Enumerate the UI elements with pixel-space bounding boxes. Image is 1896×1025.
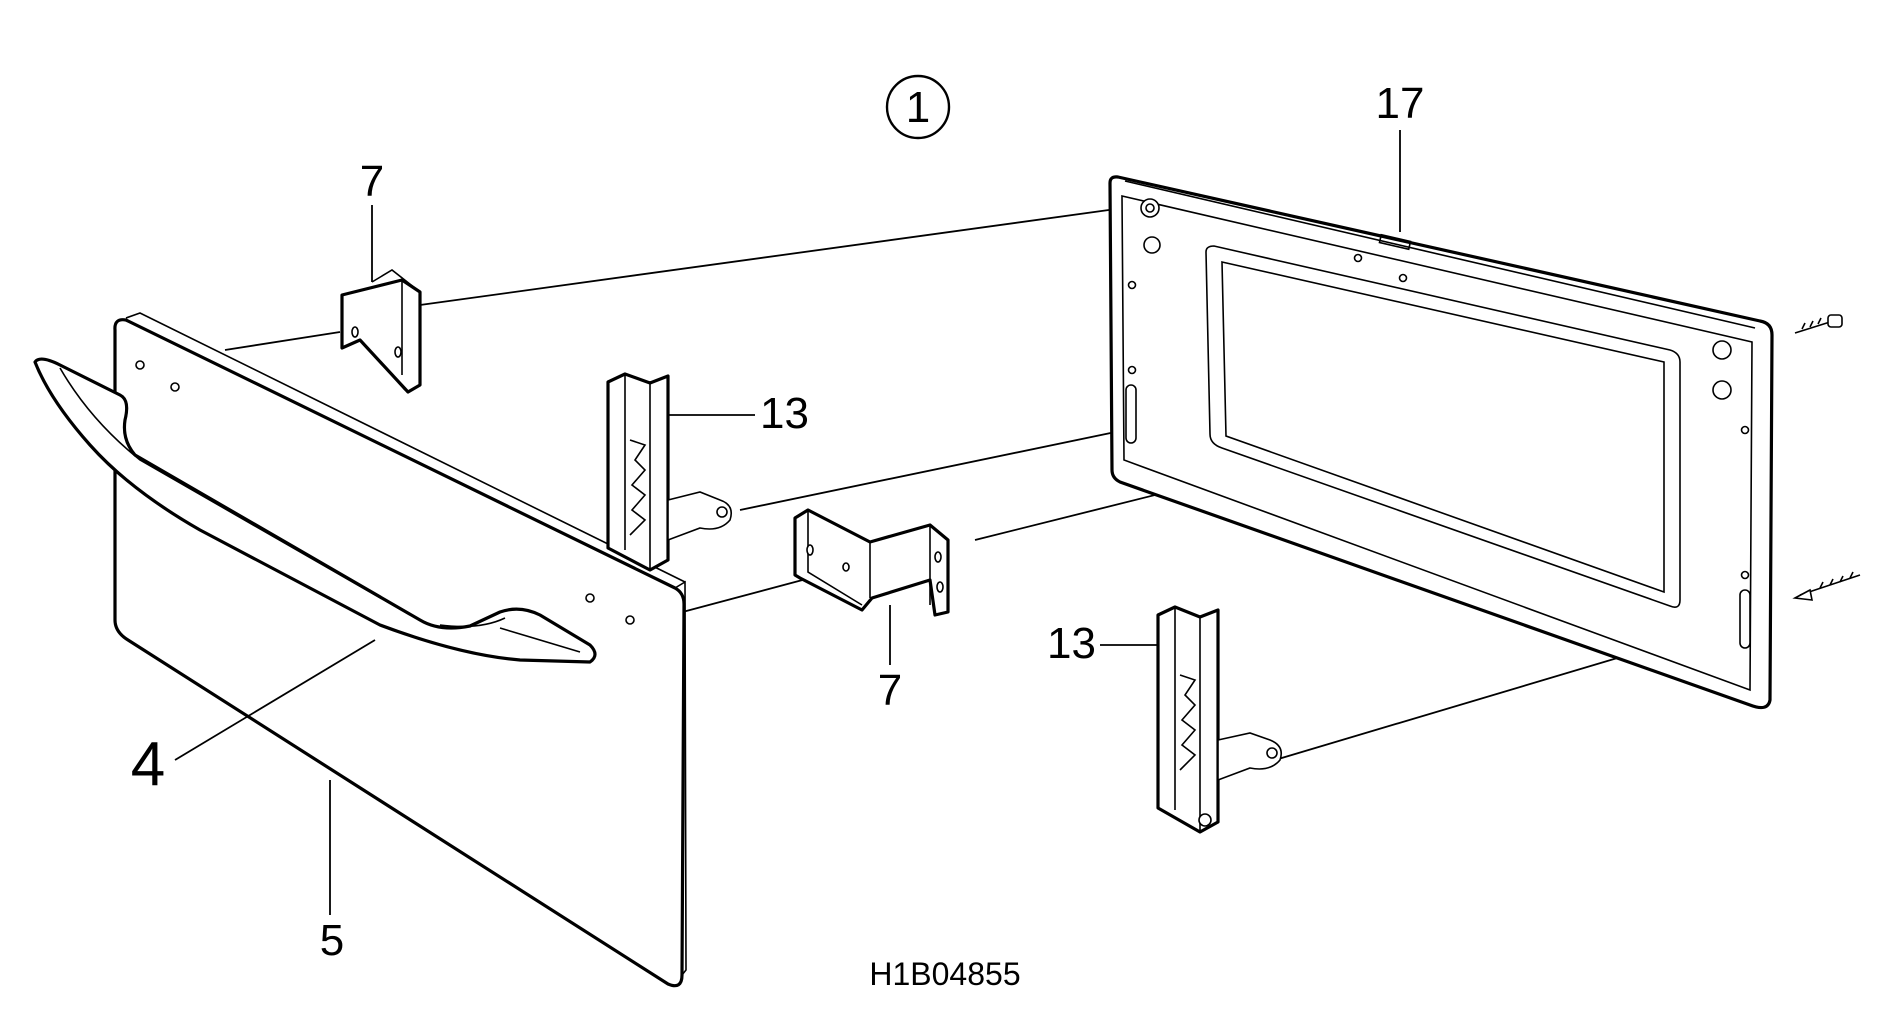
hinge-right — [1156, 605, 1283, 834]
view-marker: 1 — [885, 74, 951, 140]
screw-upper — [1794, 314, 1843, 334]
callout-handle: 4 — [131, 730, 165, 799]
view-marker-text: 1 — [906, 83, 930, 132]
drawing-code: H1B04855 — [869, 956, 1020, 992]
callout-hinge-left: 13 — [760, 389, 809, 438]
handle — [33, 357, 597, 664]
callout-bracket-upper: 7 — [360, 157, 384, 206]
callout-hinge-right: 13 — [1047, 619, 1096, 668]
callout-front-panel: 5 — [320, 916, 344, 965]
bracket-upper — [340, 269, 422, 394]
front-panel — [113, 312, 687, 988]
leader-lines — [174, 130, 1401, 915]
hinge-left — [606, 372, 733, 572]
screw-lower — [1792, 571, 1861, 601]
callout-bracket-lower: 7 — [878, 666, 902, 715]
callout-door-frame: 17 — [1376, 79, 1425, 128]
bracket-lower — [793, 508, 950, 617]
door-frame — [1108, 175, 1774, 710]
